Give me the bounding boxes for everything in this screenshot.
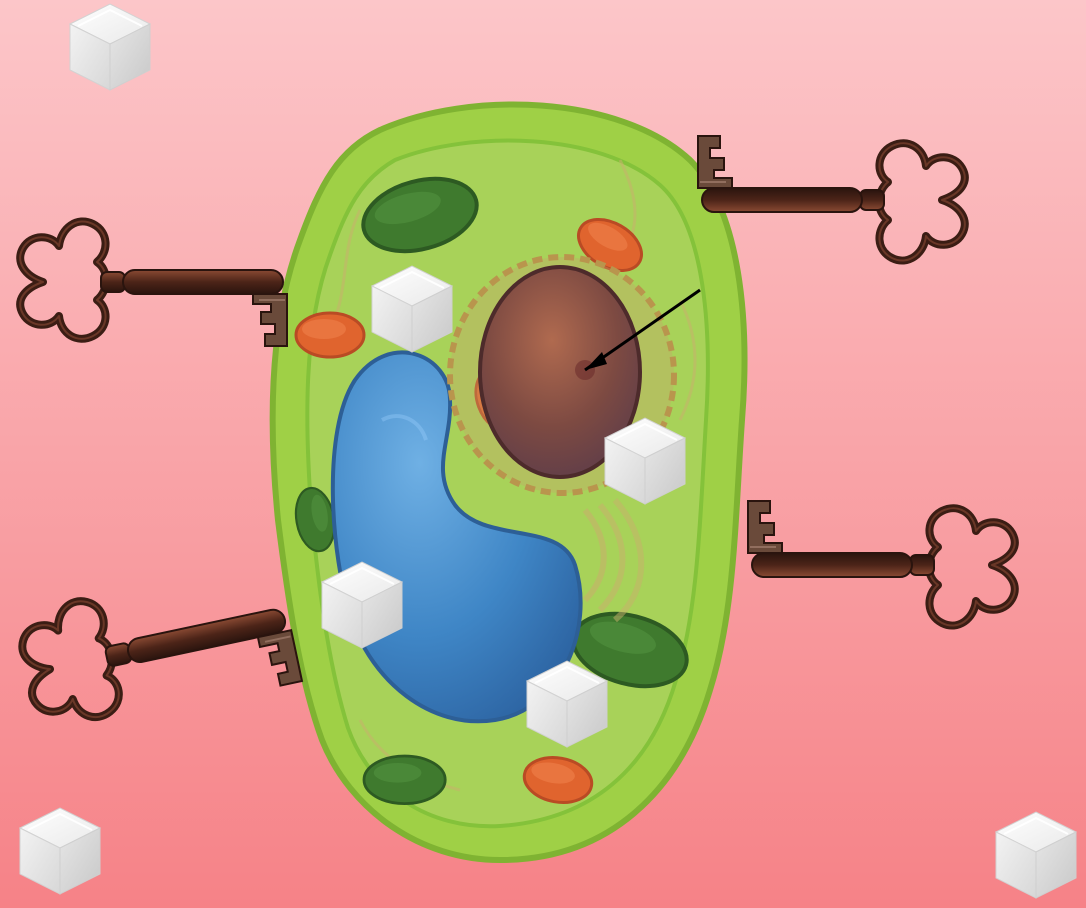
background (0, 0, 1086, 908)
diagram-stage (0, 0, 1086, 908)
